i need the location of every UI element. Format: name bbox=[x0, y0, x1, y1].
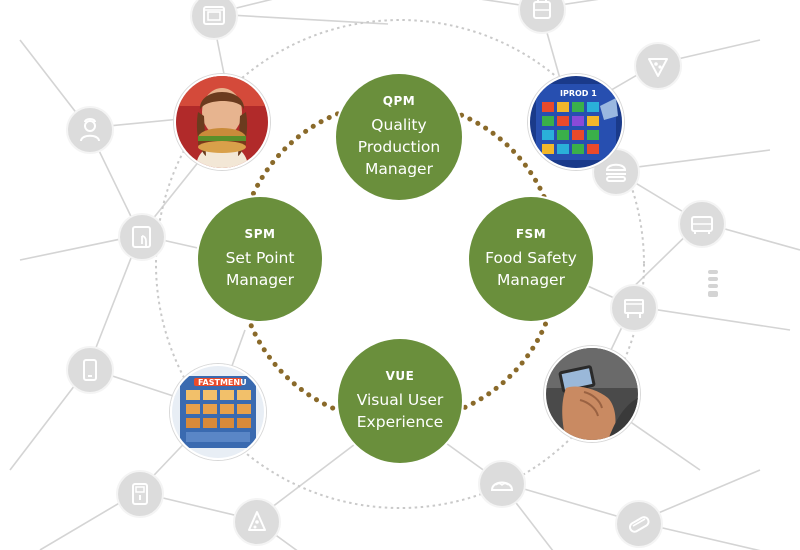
mobile-phone-icon bbox=[66, 346, 114, 394]
drink-machine-icon bbox=[116, 470, 164, 518]
hub-name-line: Experience bbox=[356, 413, 444, 431]
hands-holding-phone-photo bbox=[544, 346, 640, 442]
tablet-touch-icon bbox=[118, 213, 166, 261]
vue-hub: VUE Visual User Experience bbox=[338, 339, 462, 463]
svg-text:FASTMENU: FASTMENU bbox=[198, 378, 247, 387]
grill-icon bbox=[610, 284, 658, 332]
hub-name-line: Set Point bbox=[225, 249, 295, 267]
oven-icon bbox=[190, 0, 238, 40]
hub-name: Visual User Experience bbox=[357, 389, 444, 433]
edge-marker-icon bbox=[708, 270, 718, 297]
hub-name-line: Quality bbox=[371, 116, 427, 134]
spm-hub: SPM Set Point Manager bbox=[198, 197, 322, 321]
chef-icon bbox=[66, 106, 114, 154]
hub-name-line: Production bbox=[357, 138, 441, 156]
menu-board-photo: FASTMENU bbox=[170, 364, 266, 460]
hub-name: Food Safety Manager bbox=[485, 247, 577, 291]
hub-abbreviation: QPM bbox=[382, 94, 416, 108]
hub-abbreviation: SPM bbox=[244, 227, 276, 241]
hub-name: Set Point Manager bbox=[226, 247, 295, 291]
hub-abbreviation: FSM bbox=[515, 227, 547, 241]
outer-dashed-circle bbox=[155, 19, 645, 509]
hotdog-icon bbox=[615, 500, 663, 548]
hub-name-line: Food Safety bbox=[485, 249, 577, 267]
qpm-hub: QPM Quality Production Manager bbox=[336, 74, 462, 200]
fsm-hub: FSM Food Safety Manager bbox=[469, 197, 593, 321]
hub-name-line: Manager bbox=[226, 271, 294, 289]
holding-cabinet-icon bbox=[678, 200, 726, 248]
svg-text:IPROD 1: IPROD 1 bbox=[560, 89, 597, 98]
taco-icon bbox=[478, 460, 526, 508]
hub-abbreviation: VUE bbox=[385, 369, 415, 383]
pizza-slice-icon bbox=[233, 498, 281, 546]
hub-name-line: Manager bbox=[365, 160, 433, 178]
hub-name-line: Manager bbox=[497, 271, 565, 289]
kitchen-display-photo: IPROD 1 bbox=[528, 74, 624, 170]
hub-name-line: Visual User bbox=[356, 391, 444, 409]
hub-name: Quality Production Manager bbox=[358, 114, 440, 180]
pizza-slice-icon bbox=[634, 42, 682, 90]
woman-eating-burger-photo bbox=[174, 74, 270, 170]
